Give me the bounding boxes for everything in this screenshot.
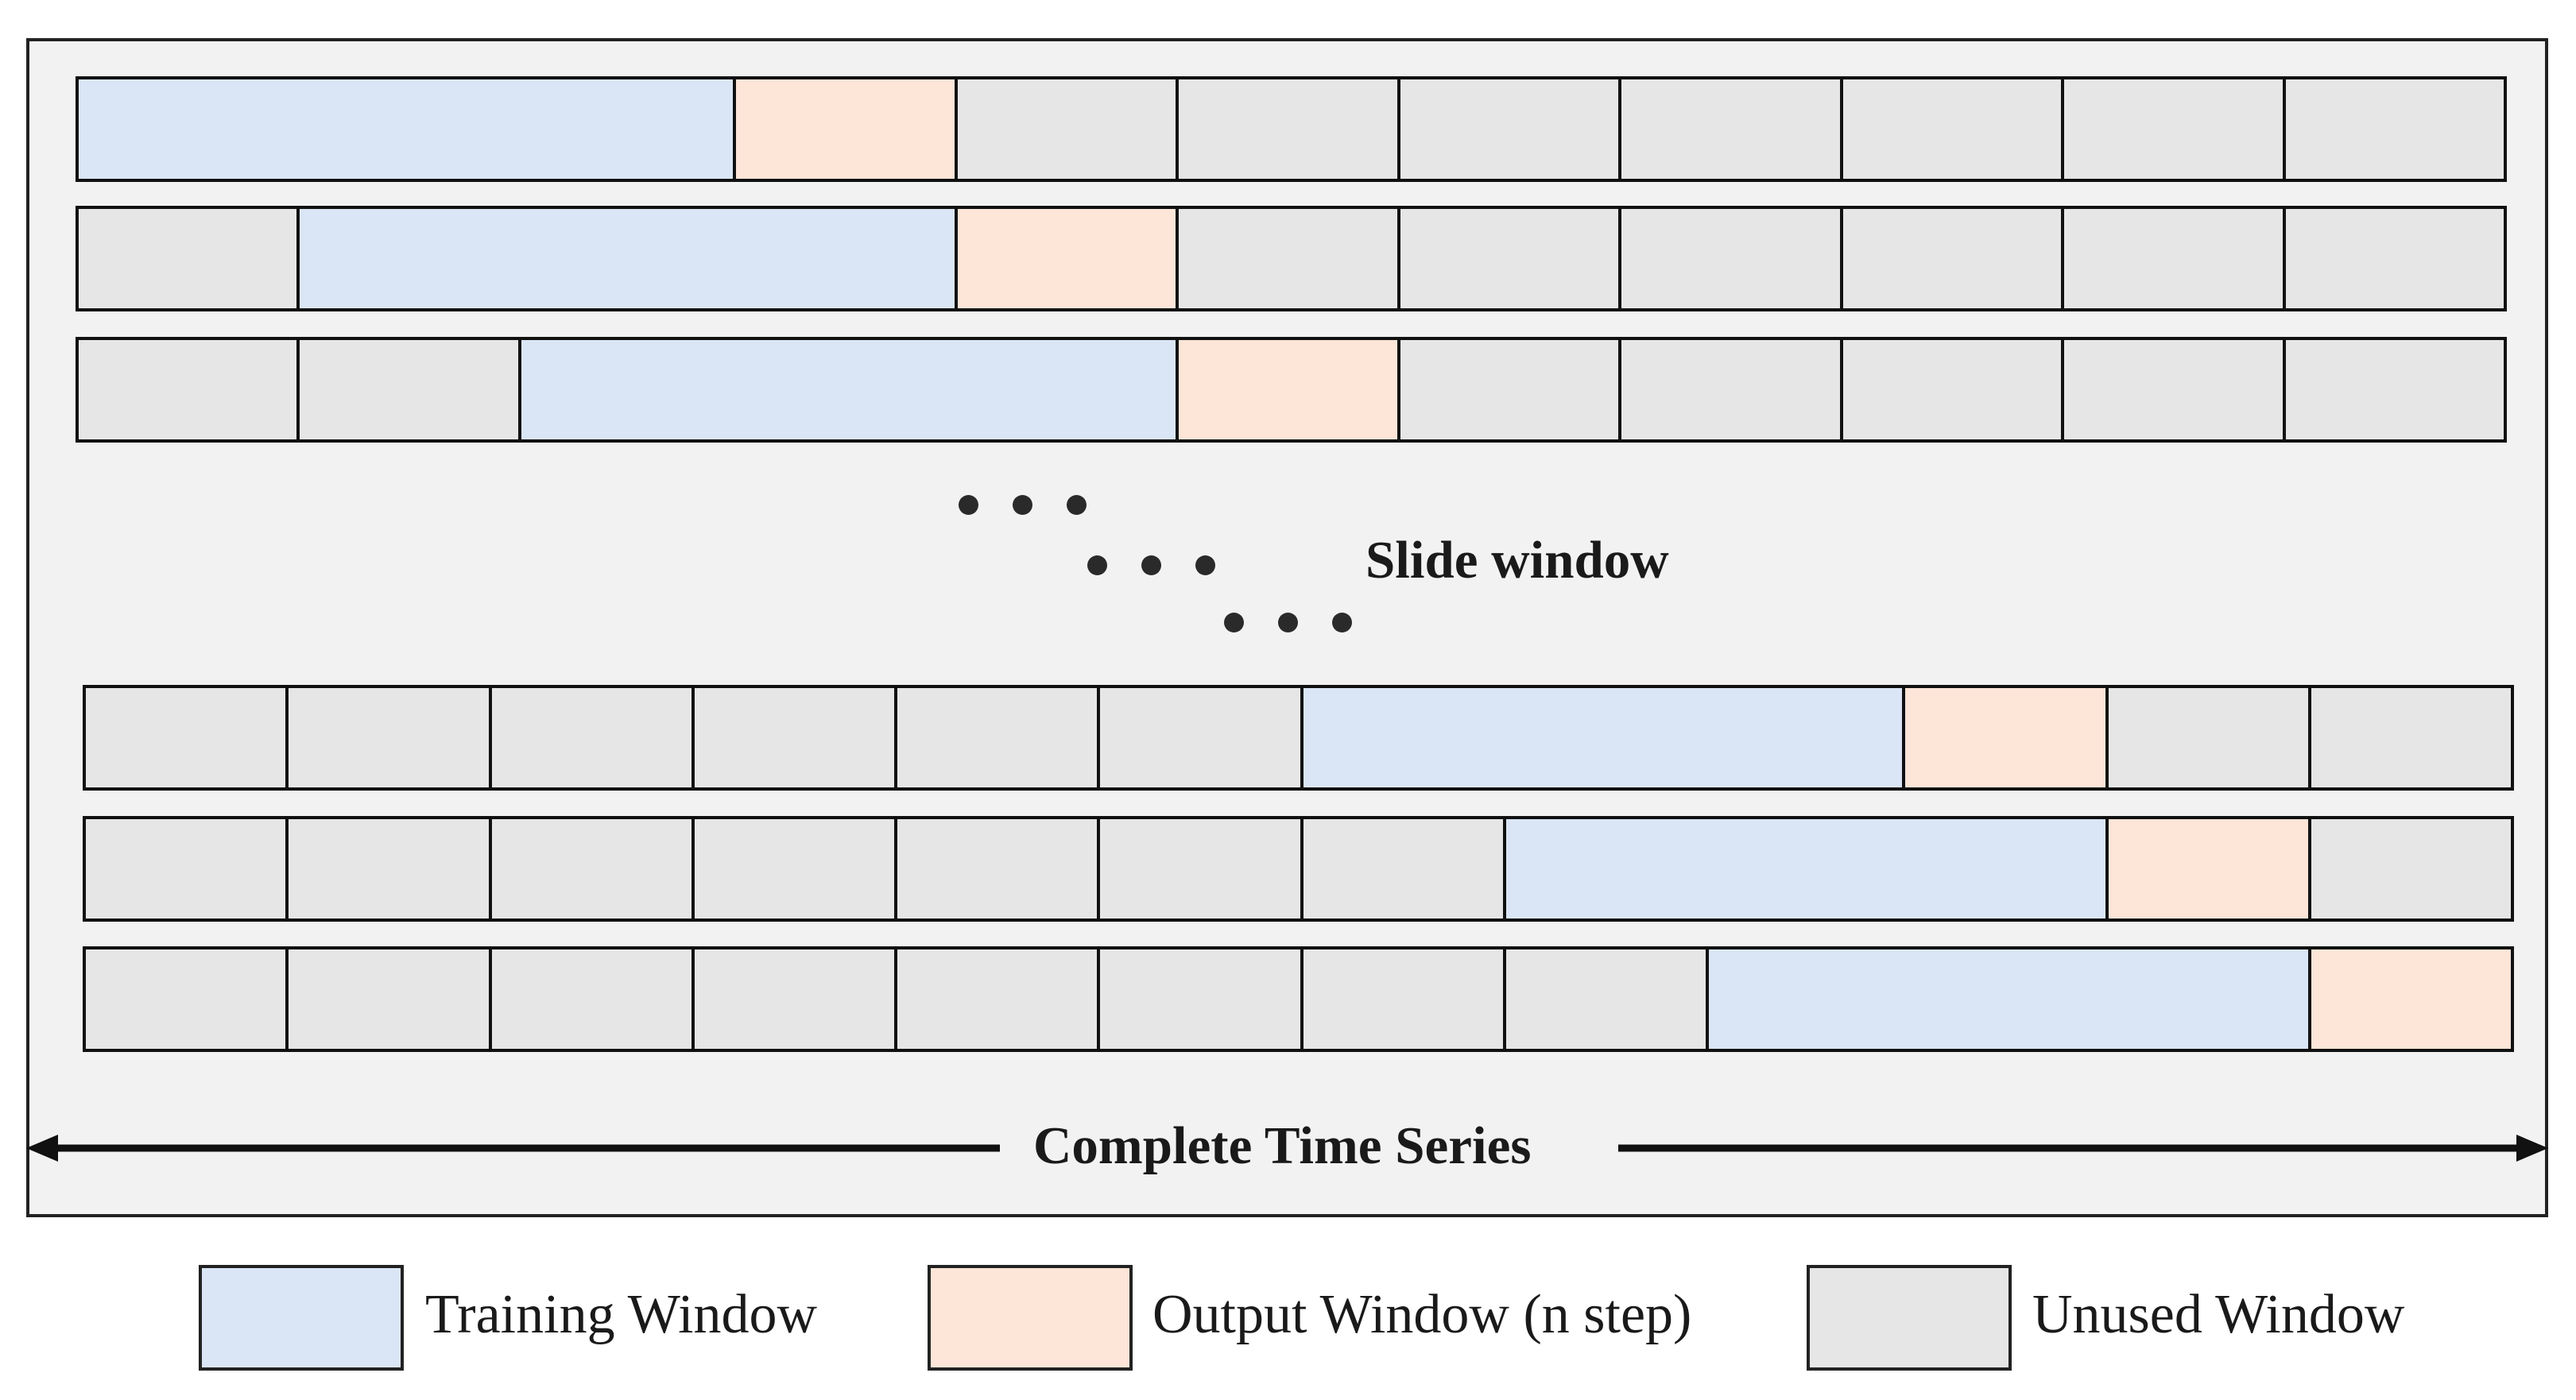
unused-window-cell <box>1100 949 1303 1049</box>
unused-window-cell <box>491 688 695 787</box>
unused-window-cell <box>289 688 492 787</box>
legend-swatch-unused <box>1807 1265 2012 1371</box>
output-window-cell <box>957 209 1180 308</box>
unused-window-cell <box>2285 209 2504 308</box>
legend-label-unused: Unused Window <box>2032 1284 2405 1345</box>
unused-window-cell <box>1303 949 1506 1049</box>
legend-label-output: Output Window (n step) <box>1152 1284 1692 1345</box>
unused-window-cell <box>86 688 289 787</box>
unused-window-cell <box>491 949 695 1049</box>
output-window-cell <box>2311 949 2511 1049</box>
unused-window-cell <box>86 819 289 919</box>
ellipsis-dot <box>1224 613 1244 632</box>
time-series-axis <box>26 1135 2548 1162</box>
ellipsis-dot <box>1067 495 1087 515</box>
window-row-5 <box>83 816 2514 922</box>
unused-window-cell <box>1842 79 2065 179</box>
legend-label-training: Training Window <box>425 1284 818 1345</box>
training-window-cell <box>1709 949 2311 1049</box>
legend-swatch-training <box>199 1265 404 1371</box>
axis-arrow-left-icon <box>26 1135 58 1162</box>
unused-window-cell <box>1100 688 1303 787</box>
output-window-cell <box>1905 688 2109 787</box>
unused-window-cell <box>897 949 1101 1049</box>
unused-window-cell <box>1842 340 2065 439</box>
window-row-1 <box>76 76 2507 182</box>
unused-window-cell <box>1400 79 1622 179</box>
unused-window-cell <box>1100 819 1303 919</box>
training-window-cell <box>521 340 1180 439</box>
unused-window-cell <box>86 949 289 1049</box>
unused-window-cell <box>897 819 1101 919</box>
unused-window-cell <box>79 209 300 308</box>
unused-window-cell <box>79 340 300 439</box>
ellipsis-dot <box>1332 613 1352 632</box>
unused-window-cell <box>1179 79 1400 179</box>
unused-window-cell <box>2285 340 2504 439</box>
output-window-cell <box>736 79 958 179</box>
axis-arrow-right-icon <box>2516 1135 2548 1162</box>
unused-window-cell <box>1303 819 1506 919</box>
unused-window-cell <box>2108 688 2311 787</box>
unused-window-cell <box>2285 79 2504 179</box>
unused-window-cell <box>2311 819 2511 919</box>
unused-window-cell <box>897 688 1101 787</box>
slide-window-label: Slide window <box>1365 531 1669 590</box>
window-row-3 <box>76 337 2507 443</box>
unused-window-cell <box>694 949 897 1049</box>
window-row-2 <box>76 206 2507 311</box>
complete-time-series-label: Complete Time Series <box>1033 1116 1532 1175</box>
training-window-cell <box>1303 688 1906 787</box>
ellipsis-dot <box>959 495 978 515</box>
unused-window-cell <box>1621 79 1843 179</box>
training-window-cell <box>300 209 958 308</box>
unused-window-cell <box>2311 688 2511 787</box>
legend-swatch-output <box>928 1265 1133 1371</box>
ellipsis-dot <box>1278 613 1298 632</box>
unused-window-cell <box>1400 340 1622 439</box>
unused-window-cell <box>694 819 897 919</box>
unused-window-cell <box>289 819 492 919</box>
ellipsis-dot <box>1013 495 1032 515</box>
unused-window-cell <box>1621 340 1843 439</box>
output-window-cell <box>1179 340 1400 439</box>
unused-window-cell <box>1842 209 2065 308</box>
unused-window-cell <box>300 340 521 439</box>
unused-window-cell <box>2064 340 2286 439</box>
window-row-4 <box>83 685 2514 791</box>
unused-window-cell <box>289 949 492 1049</box>
unused-window-cell <box>2064 79 2286 179</box>
unused-window-cell <box>1400 209 1622 308</box>
window-row-6 <box>83 946 2514 1052</box>
output-window-cell <box>2108 819 2311 919</box>
training-window-cell <box>79 79 737 179</box>
unused-window-cell <box>491 819 695 919</box>
unused-window-cell <box>2064 209 2286 308</box>
ellipsis-dot <box>1195 555 1215 575</box>
unused-window-cell <box>1179 209 1400 308</box>
ellipsis-dot <box>1087 555 1107 575</box>
unused-window-cell <box>694 688 897 787</box>
unused-window-cell <box>957 79 1180 179</box>
training-window-cell <box>1505 819 2109 919</box>
ellipsis-dot <box>1141 555 1161 575</box>
unused-window-cell <box>1621 209 1843 308</box>
unused-window-cell <box>1505 949 1709 1049</box>
